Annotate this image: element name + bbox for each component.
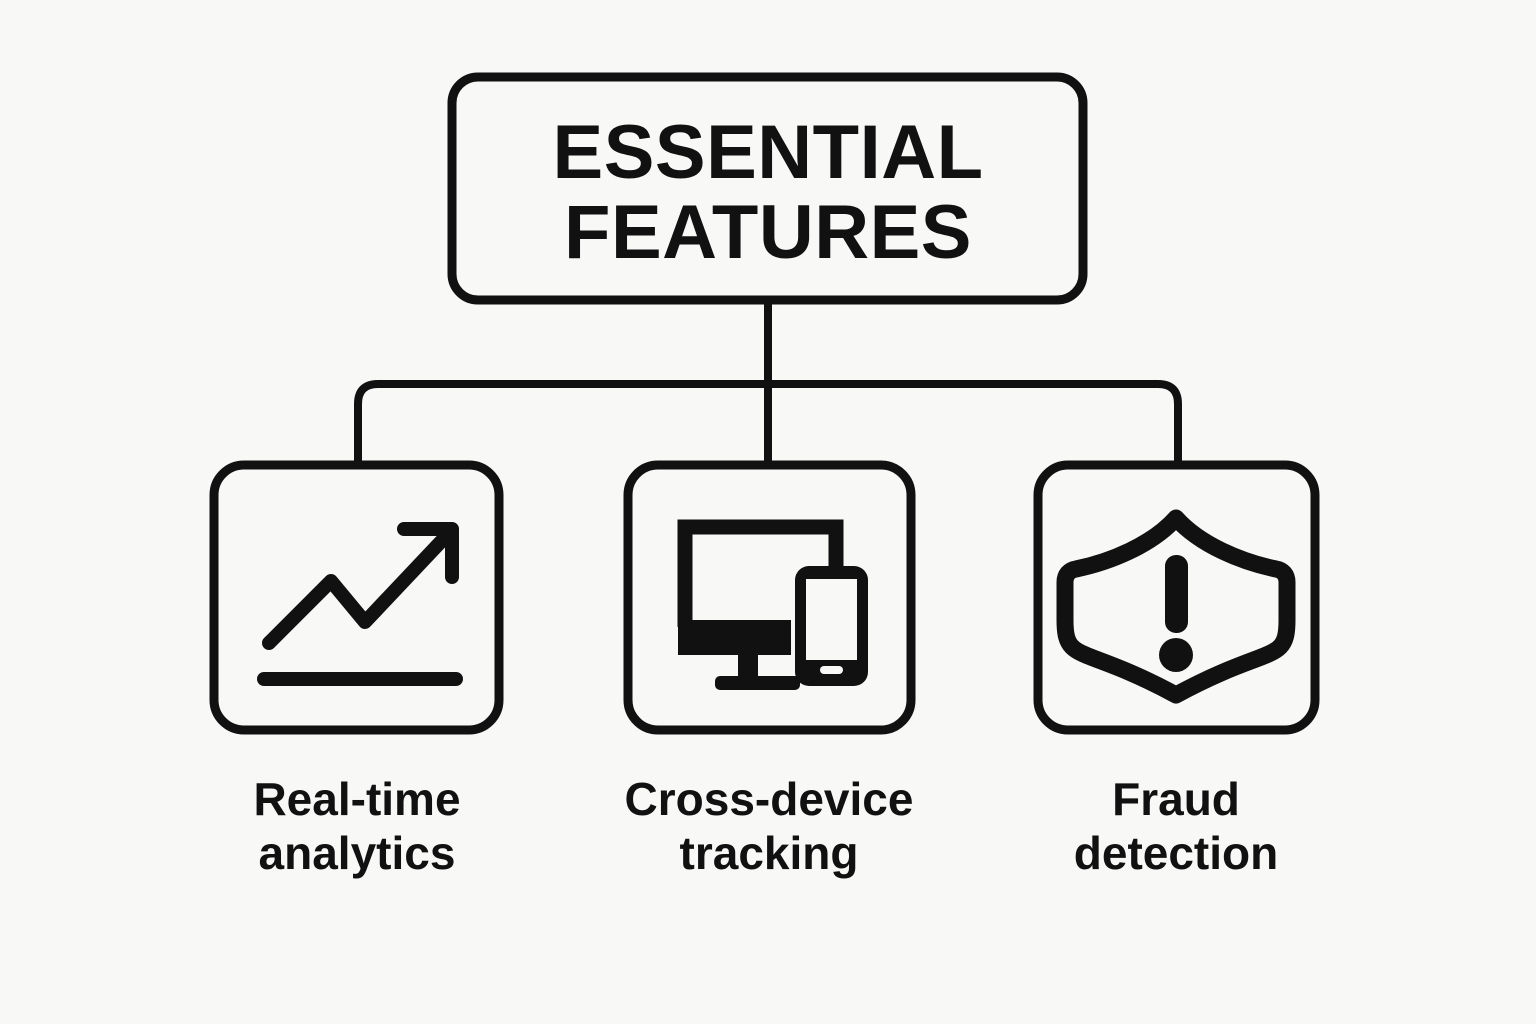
phone-screen <box>806 579 857 660</box>
card-label-line2-real-time-analytics: analytics <box>259 827 456 879</box>
phone-home-button <box>820 666 843 674</box>
card-fraud-detection[interactable]: Fraud detection <box>1033 460 1320 879</box>
card-box-real-time-analytics[interactable] <box>209 460 504 735</box>
card-cross-device-tracking[interactable]: Cross-device tracking <box>623 460 916 879</box>
root-title-line2: FEATURES <box>564 190 972 275</box>
shield-exclamation-icon <box>1056 509 1296 704</box>
exclamation-dot <box>1159 638 1193 672</box>
card-label-line2-cross-device-tracking: tracking <box>680 827 859 879</box>
card-real-time-analytics[interactable]: Real-time analytics <box>209 460 504 879</box>
connector-lines <box>354 300 1182 465</box>
card-label-line2-fraud-detection: detection <box>1074 827 1278 879</box>
card-label-line1-real-time-analytics: Real-time <box>253 773 460 825</box>
shield-outline <box>1056 509 1296 704</box>
card-label-line1-fraud-detection: Fraud <box>1112 773 1240 825</box>
monitor-bottom-bar <box>678 620 791 655</box>
trending-up-chart-icon <box>257 522 463 686</box>
root-node[interactable]: ESSENTIAL FEATURES <box>447 72 1088 305</box>
root-node-box[interactable] <box>447 72 1088 305</box>
monitor-screen-outline <box>677 519 844 627</box>
trend-line-path <box>262 525 457 650</box>
monitor-stand-base <box>715 676 800 690</box>
root-title-line1: ESSENTIAL <box>553 110 984 195</box>
exclamation-bar <box>1165 555 1188 633</box>
card-box-cross-device-tracking[interactable] <box>623 460 916 735</box>
card-label-line1-cross-device-tracking: Cross-device <box>625 773 914 825</box>
monitor-and-phone-icon <box>677 519 868 690</box>
trend-arrow-head <box>397 522 459 584</box>
